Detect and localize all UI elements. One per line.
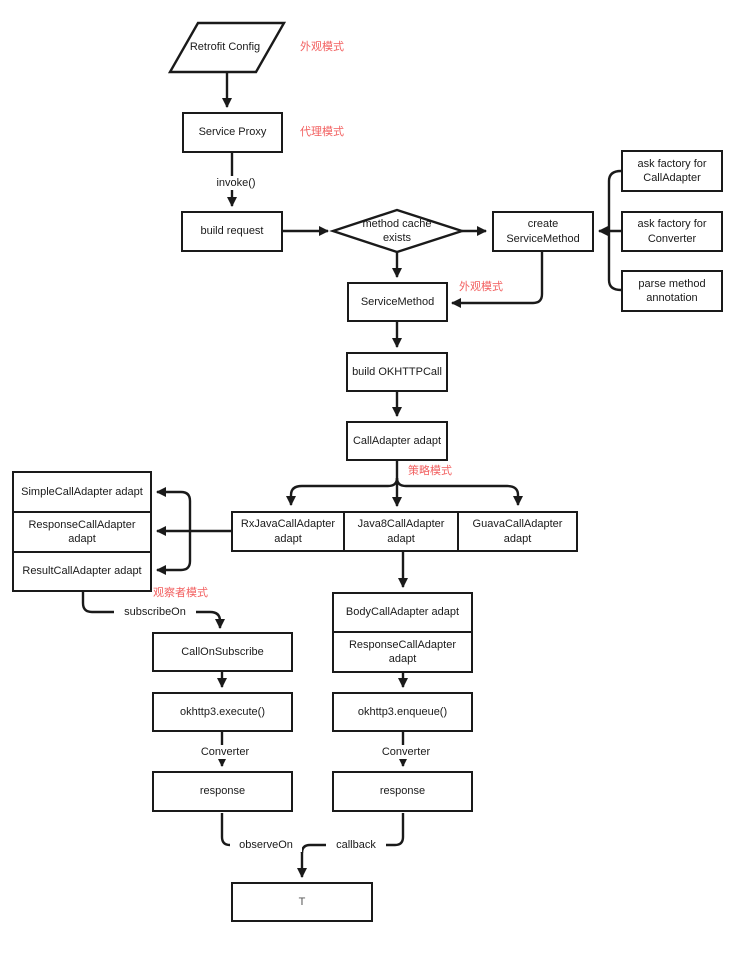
node-retrofit-config: Retrofit Config <box>189 41 261 54</box>
node-response-left: response <box>152 771 293 812</box>
annotation-facade-mid: 外观模式 <box>459 281 503 293</box>
annotation-facade-top: 外观模式 <box>300 41 344 53</box>
node-result-calladapter: ResultCallAdapter adapt <box>12 551 152 592</box>
node-body-calladapter: BodyCallAdapter adapt <box>332 592 473 633</box>
edge-rxjava-to-simpleadapter <box>156 487 192 531</box>
edge-label-converter-left: Converter <box>189 745 261 759</box>
node-simple-calladapter: SimpleCallAdapter adapt <box>12 471 152 513</box>
edge-label-subscribeon: subscribeOn <box>114 605 196 619</box>
annotation-strategy: 策略模式 <box>408 465 452 477</box>
edge-createservicemethod-to-servicemethod <box>451 252 544 308</box>
node-t-result: T <box>231 882 373 922</box>
node-callonsubscribe: CallOnSubscribe <box>152 632 293 672</box>
node-service-proxy: Service Proxy <box>182 112 283 153</box>
edge-calladapter-to-rxjava <box>286 477 399 506</box>
node-response-right: response <box>332 771 473 812</box>
annotation-proxy: 代理模式 <box>300 126 344 138</box>
node-okhttp3-enqueue: okhttp3.enqueue() <box>332 692 473 732</box>
edge-calladapter-to-guava <box>395 477 523 506</box>
node-okhttp3-execute: okhttp3.execute() <box>152 692 293 732</box>
node-response-calladapter-left: ResponseCallAdapter adapt <box>12 511 152 553</box>
node-ask-factory-converter: ask factory for Converter <box>621 211 723 252</box>
node-calladapter-adapt: CallAdapter adapt <box>346 421 448 461</box>
node-create-service-method: create ServiceMethod <box>492 211 594 252</box>
edge-callback-to-t <box>300 813 405 854</box>
node-ask-factory-calladapter: ask factory for CallAdapter <box>621 150 723 192</box>
node-service-method: ServiceMethod <box>347 282 448 322</box>
node-response-calladapter-mid: ResponseCallAdapter adapt <box>332 631 473 673</box>
edge-label-callback: callback <box>326 838 386 852</box>
edge-parseannotation-join <box>607 231 622 292</box>
node-parse-method-annotation: parse method annotation <box>621 270 723 312</box>
edge-askcalladapter-join <box>607 169 622 231</box>
node-build-request: build request <box>181 211 283 252</box>
node-java8-calladapter: Java8CallAdapter adapt <box>343 511 459 552</box>
edge-label-invoke: invoke() <box>198 176 274 190</box>
retrofit-config-parallelogram <box>167 21 287 74</box>
node-build-okhttpcall: build OKHTTPCall <box>346 352 448 392</box>
node-guava-calladapter: GuavaCallAdapter adapt <box>457 511 578 552</box>
edge-label-converter-right: Converter <box>370 745 442 759</box>
edge-label-observeon: observeOn <box>230 838 302 852</box>
annotation-observer: 观察者模式 <box>153 587 208 599</box>
node-rxjava-calladapter: RxJavaCallAdapter adapt <box>231 511 345 552</box>
node-method-cache-exists: method cache exists <box>362 217 432 244</box>
edge-rxjava-to-resultadapter <box>156 531 192 575</box>
